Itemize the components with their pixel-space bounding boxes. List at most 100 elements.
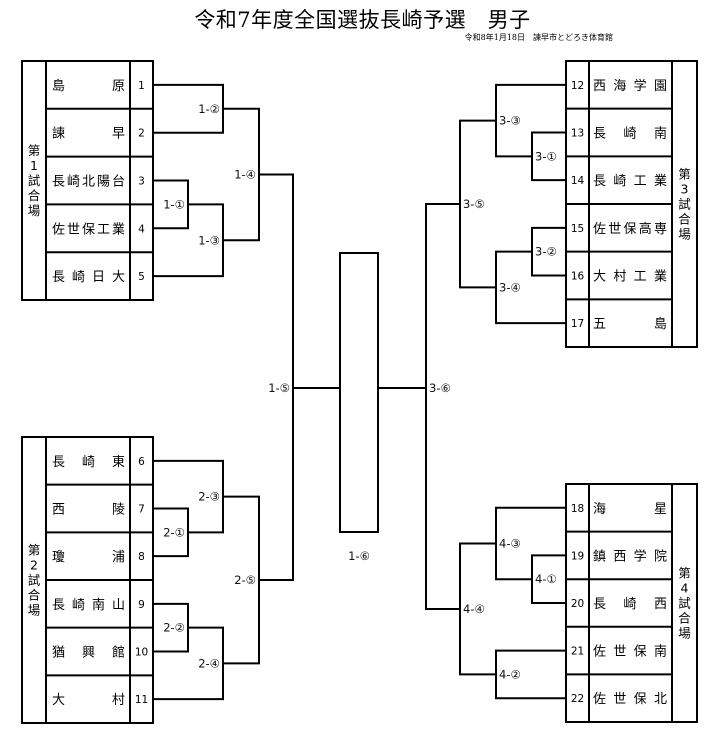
seed-number: 17 (571, 318, 584, 330)
venue-label-char: 試 (678, 197, 691, 212)
team-name-char: 鎮 (593, 548, 606, 564)
team-name: 西海学園 (593, 78, 667, 94)
team-name-char: 日 (92, 270, 105, 285)
team-name-char: 院 (654, 549, 667, 564)
team-name-char: 島 (52, 79, 65, 94)
team-name: 猶興館 (52, 646, 125, 661)
venue-label-char: 2 (30, 558, 38, 573)
seed-number: 3 (138, 176, 145, 188)
seed-number: 13 (571, 128, 584, 140)
team-name-char: 崎 (82, 455, 95, 470)
match-label-3-6: 3-⑥ (429, 381, 451, 395)
team-name-char: 諫 (52, 126, 65, 142)
team-name-char: 島 (654, 317, 667, 332)
team-name-char: 早 (112, 127, 125, 142)
venue-label-char: 1 (30, 158, 38, 173)
seed-number: 22 (571, 693, 584, 705)
seed-number: 18 (571, 503, 584, 515)
team-name-char: 崎 (72, 270, 85, 285)
seed-number: 14 (571, 175, 585, 187)
team-name-char: 保 (82, 222, 95, 237)
team-name: 長崎工業 (593, 173, 667, 189)
match-label-2-1: 2-① (163, 525, 185, 539)
team-name-char: 村 (613, 270, 626, 285)
seed-number: 21 (571, 646, 584, 658)
match-label-1-2: 1-② (198, 102, 220, 116)
team-name-char: 大 (593, 270, 606, 285)
venue-label-char: 場 (678, 626, 691, 641)
team-name: 瓊浦 (52, 550, 125, 565)
final-match-box (339, 252, 379, 533)
match-label-3-5: 3-⑤ (463, 197, 485, 211)
team-name-char: 猶 (52, 646, 65, 661)
team-name: 長崎南 (593, 126, 667, 142)
seed-number: 11 (135, 694, 148, 706)
seed-number: 8 (138, 551, 145, 563)
seed-number: 10 (135, 647, 148, 659)
team-name-char: 浦 (112, 550, 125, 565)
venue-label-char: 第 (28, 543, 41, 558)
match-label-4-3: 4-③ (499, 537, 521, 551)
page-title: 令和7年度全国選抜長崎予選 男子 (194, 8, 531, 32)
team-name-char: 西 (593, 79, 606, 94)
seed-number: 2 (138, 128, 145, 140)
team-name: 長崎東 (52, 454, 125, 470)
match-label-1-1: 1-① (163, 197, 185, 211)
team-name-char: 工 (634, 174, 647, 189)
venue-label-char: 試 (28, 573, 41, 588)
seed-number: 5 (138, 271, 145, 283)
team-name-char: 海 (593, 502, 606, 517)
team-name-char: 西 (613, 549, 626, 564)
team-name: 佐世保北 (593, 692, 667, 707)
venue-label-char: 合 (28, 188, 41, 203)
seed-number: 4 (138, 223, 145, 235)
team-name-char: 佐 (593, 222, 606, 237)
match-label-2-4: 2-④ (198, 656, 220, 670)
team-name-char: 崎 (72, 598, 85, 613)
seed-number: 15 (571, 223, 584, 235)
team-name-char: 園 (654, 79, 667, 94)
team-name-char: 陽 (97, 175, 110, 190)
team-name-char: 西 (654, 597, 667, 612)
venue-label-char: 3 (681, 182, 689, 197)
team-name: 大村 (52, 693, 125, 708)
team-name: 諫早 (52, 126, 125, 142)
team-name-char: 北 (82, 175, 95, 190)
team-name-char: 学 (634, 78, 647, 94)
venue-label-char: 第 (28, 143, 41, 158)
match-label-2-5: 2-⑤ (234, 573, 256, 587)
match-3-6-line (425, 203, 460, 610)
team-name-char: 長 (52, 270, 65, 285)
match-label-3-3: 3-③ (499, 114, 521, 128)
seed-number: 6 (138, 456, 145, 468)
team-name: 島原 (52, 79, 125, 94)
venue-label-char: 試 (678, 596, 691, 611)
team-name-char: 世 (613, 645, 626, 660)
team-name-char: 台 (112, 175, 125, 190)
team-name: 長崎日大 (52, 270, 125, 285)
venue-label-char: 場 (28, 203, 41, 218)
match-label-3-2: 3-② (535, 245, 557, 259)
venue-label-char: 場 (28, 603, 41, 618)
team-name-char: 崎 (624, 127, 637, 142)
match-label-3-4: 3-④ (499, 280, 521, 294)
team-name-char: 村 (112, 693, 125, 708)
team-name-char: 南 (654, 644, 667, 660)
team-name-char: 工 (97, 222, 110, 237)
team-name-char: 佐 (593, 645, 606, 660)
venue-label-char: 合 (678, 611, 691, 626)
team-name-char: 西 (52, 503, 65, 518)
match-label-3-1: 3-① (535, 149, 557, 163)
team-name-char: 保 (634, 645, 647, 660)
match-label-2-2: 2-② (163, 621, 185, 635)
match-label-4-2: 4-② (499, 667, 521, 681)
team-name-char: 業 (654, 173, 667, 189)
team-name-char: 北 (654, 692, 667, 707)
team-name-char: 長 (52, 598, 65, 613)
team-name-char: 崎 (613, 174, 626, 189)
team-name-char: 世 (608, 222, 621, 237)
team-name: 長崎南山 (52, 597, 125, 613)
seed-number: 1 (138, 80, 145, 92)
match-label-1-4: 1-④ (234, 168, 256, 182)
